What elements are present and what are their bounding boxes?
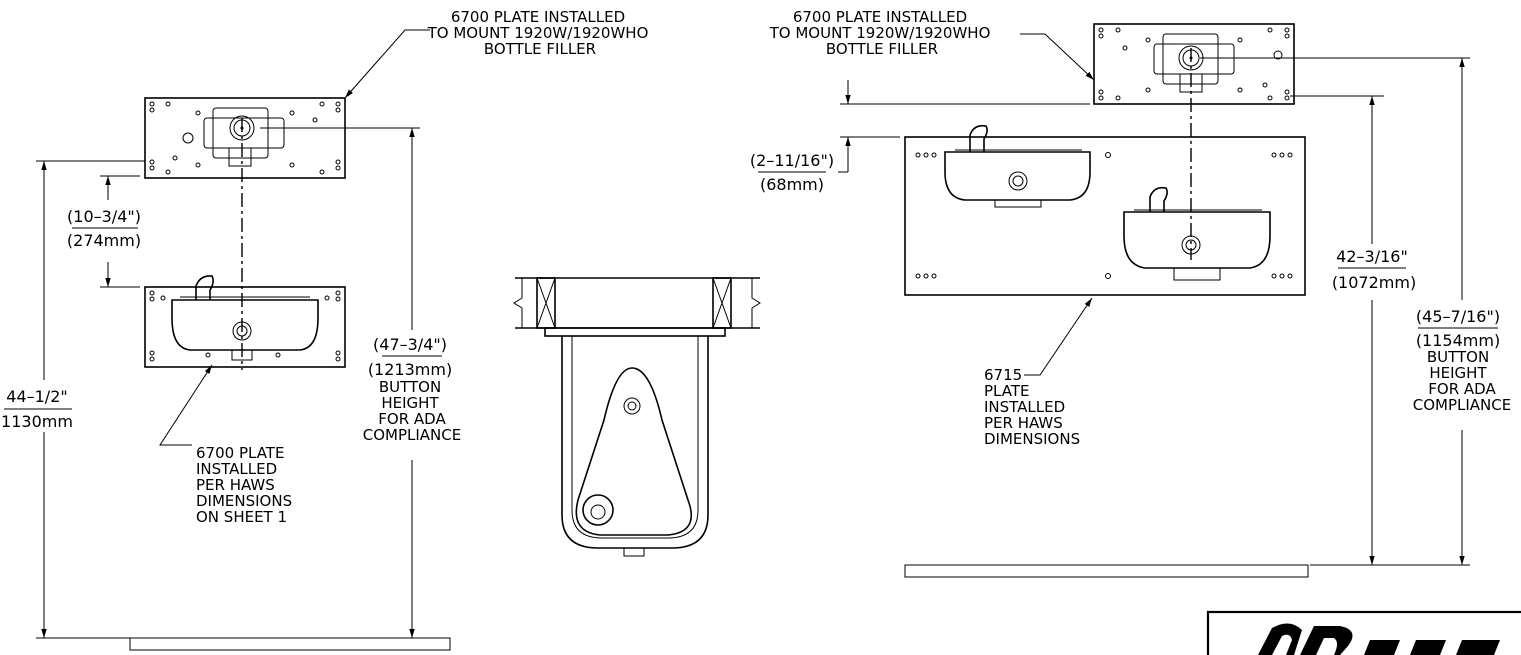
left-floor	[129, 637, 451, 651]
right-gap-dim-imperial: (2–11/16")	[750, 151, 834, 170]
left-floor-dim-metric: 1130mm	[1, 412, 73, 431]
right-plate-leader	[1024, 297, 1093, 376]
haws-logo	[1258, 623, 1500, 655]
right-plate-callout-4: PER HAWS	[984, 414, 1063, 432]
left-plate-callout-5: ON SHEET 1	[196, 508, 287, 526]
left-top-leader	[344, 29, 430, 99]
left-plate-callout-4: DIMENSIONS	[196, 492, 292, 510]
right-far-note-3: FOR ADA	[1428, 380, 1496, 398]
left-gap-dim-metric: (274mm)	[67, 231, 141, 250]
left-floor-dim-imperial: 44–1/2"	[6, 387, 67, 406]
right-mid-dim-imperial: 42–3/16"	[1336, 247, 1408, 266]
left-top-callout-2: TO MOUNT 1920W/1920WHO	[427, 24, 649, 42]
right-far-note-1: BUTTON	[1427, 348, 1489, 366]
left-mid-note-3: FOR ADA	[378, 410, 446, 428]
right-elevation: 6700 PLATE INSTALLED TO MOUNT 1920W/1920…	[750, 8, 1511, 578]
center-side-view	[513, 277, 761, 557]
right-plate-callout-1: 6715	[984, 366, 1022, 384]
right-mid-dim-metric: (1072mm)	[1332, 273, 1416, 292]
left-mid-dim-metric: (1213mm)	[368, 360, 452, 379]
right-far-note-2: HEIGHT	[1429, 364, 1487, 382]
left-lower-plate	[144, 275, 346, 368]
right-top-callout-3: BOTTLE FILLER	[826, 40, 938, 58]
left-top-callout-1: 6700 PLATE INSTALLED	[451, 8, 625, 26]
left-mid-note-2: HEIGHT	[381, 394, 439, 412]
left-plate-callout-3: PER HAWS	[196, 476, 275, 494]
left-upper-plate	[144, 97, 346, 179]
right-top-callout-2: TO MOUNT 1920W/1920WHO	[769, 24, 991, 42]
right-floor	[904, 564, 1309, 578]
right-6715-plate	[904, 124, 1306, 296]
left-top-callout-3: BOTTLE FILLER	[484, 40, 596, 58]
right-far-dim-imperial: (45–7/16")	[1416, 307, 1500, 326]
left-mid-note-1: BUTTON	[379, 378, 441, 396]
haws-logo-box	[1206, 610, 1521, 655]
right-top-leader	[1020, 33, 1095, 81]
left-plate-callout-1: 6700 PLATE	[196, 444, 284, 462]
right-gap-dim-metric: (68mm)	[760, 175, 824, 194]
right-top-callout-1: 6700 PLATE INSTALLED	[793, 8, 967, 26]
right-far-note-4: COMPLIANCE	[1413, 396, 1511, 414]
left-plate-leader	[159, 364, 213, 446]
left-plate-callout-2: INSTALLED	[196, 460, 277, 478]
right-plate-callout-5: DIMENSIONS	[984, 430, 1080, 448]
left-mid-note-4: COMPLIANCE	[363, 426, 461, 444]
right-upper-plate	[1093, 23, 1295, 105]
right-far-dim-metric: (1154mm)	[1416, 331, 1500, 350]
left-gap-dim-imperial: (10–3/4")	[67, 207, 141, 226]
right-plate-callout-2: PLATE	[984, 382, 1029, 400]
left-elevation: 6700 PLATE INSTALLED TO MOUNT 1920W/1920…	[1, 8, 649, 651]
right-plate-callout-3: INSTALLED	[984, 398, 1065, 416]
left-mid-dim-imperial: (47–3/4")	[373, 335, 447, 354]
